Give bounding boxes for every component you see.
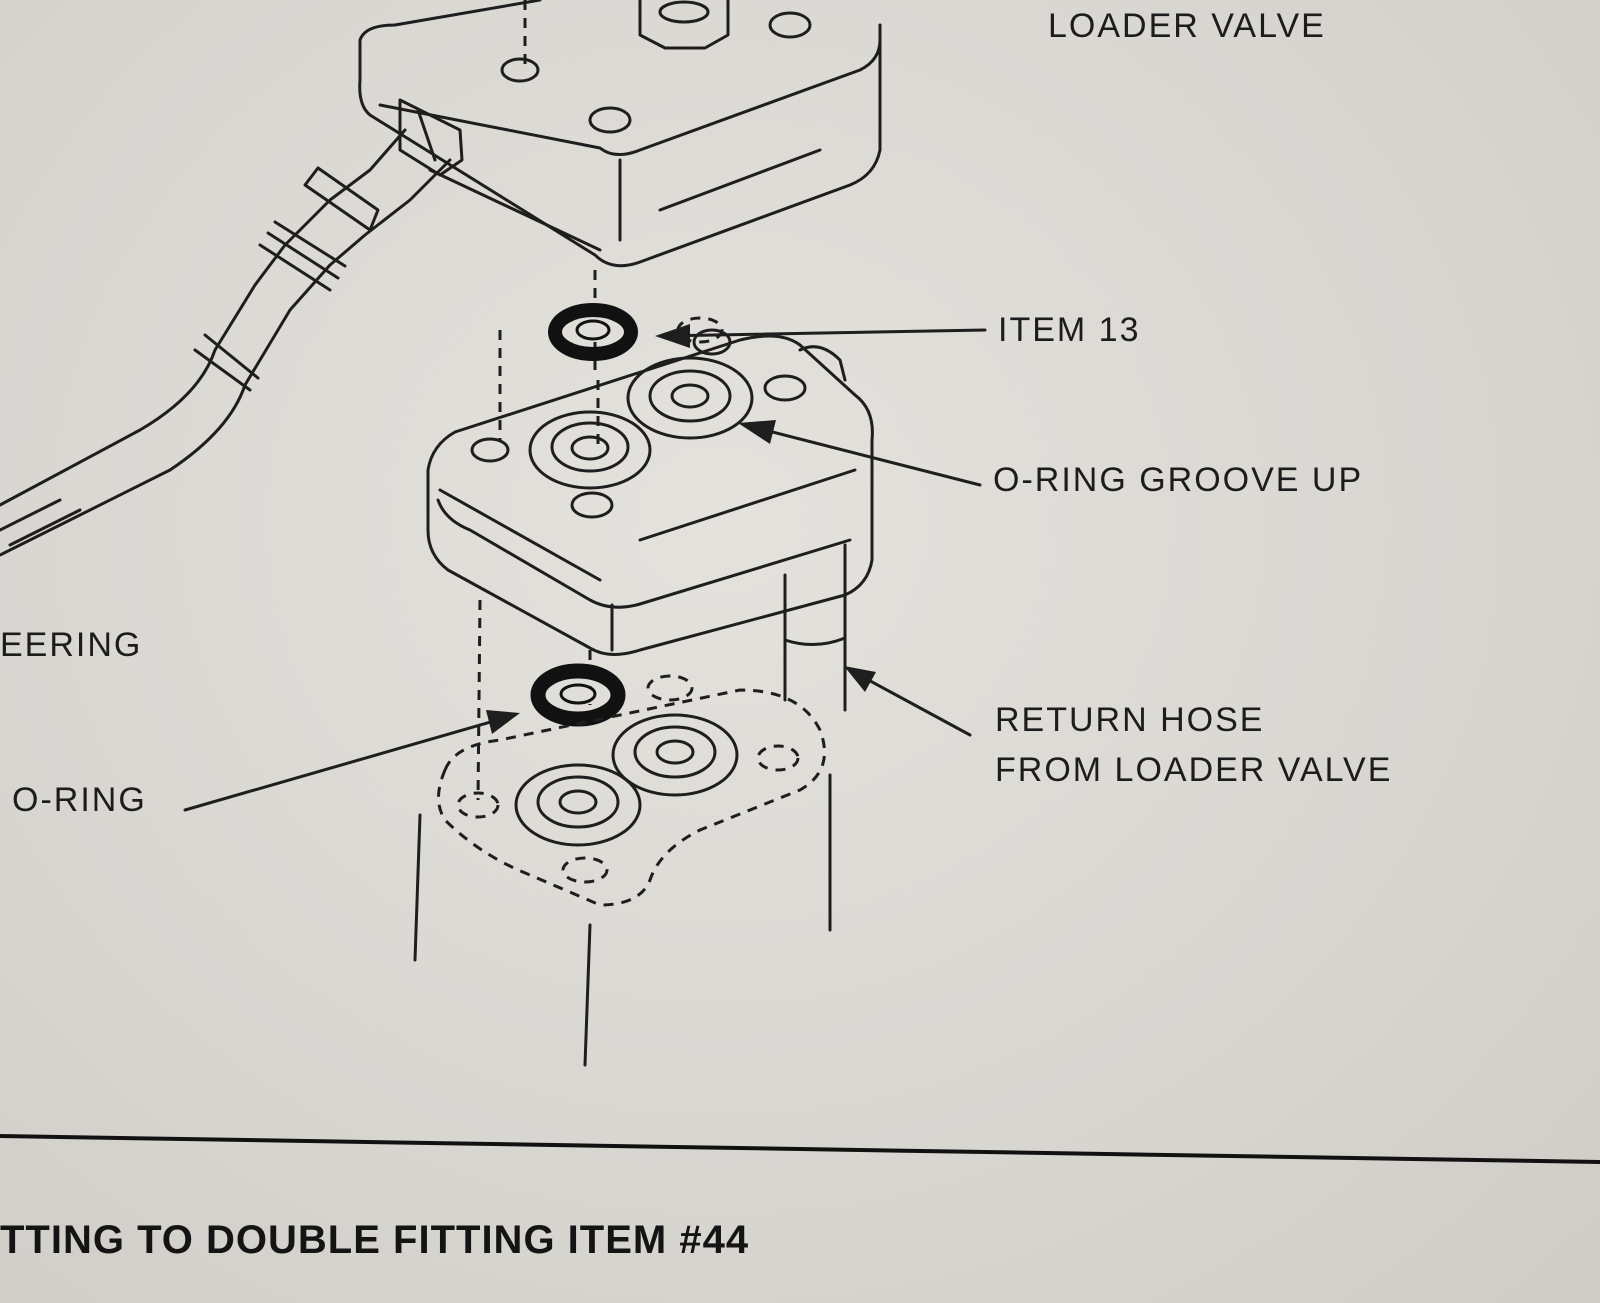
lower-housing [413, 674, 832, 1067]
label-return-hose-line1: RETURN HOSE [995, 701, 1265, 739]
leader-arrows [183, 324, 987, 812]
lower-o-ring [530, 663, 626, 727]
label-loader-valve: LOADER VALVE [1048, 7, 1326, 45]
page-rule [0, 1134, 1600, 1164]
return-hose [783, 543, 847, 712]
label-o-ring-groove-up: O-RING GROOVE UP [993, 461, 1364, 499]
label-item-13: ITEM 13 [998, 311, 1141, 349]
steering-hose [0, 98, 464, 557]
double-fitting-block [426, 334, 874, 656]
label-return-hose-line2: FROM LOADER VALVE [995, 751, 1393, 789]
figure-caption: TTING TO DOUBLE FITTING ITEM #44 [0, 1218, 750, 1262]
loader-valve-block [358, 0, 882, 268]
item-13-o-ring [548, 303, 638, 361]
label-steering: EERING [0, 626, 143, 664]
label-o-ring: O-RING [12, 781, 147, 819]
